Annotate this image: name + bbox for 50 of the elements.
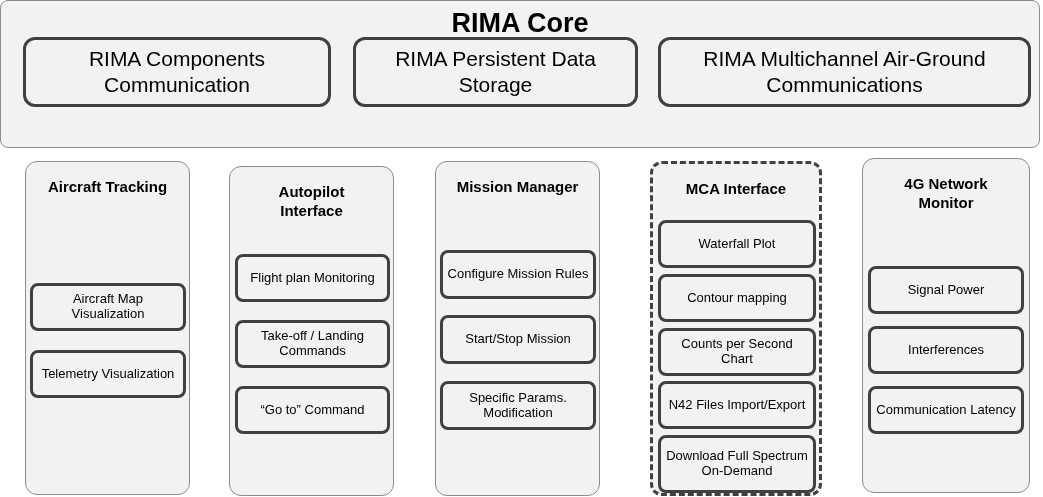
module-label: Download Full Spectrum On-Demand	[665, 449, 809, 479]
feature-box	[658, 274, 816, 322]
module-label: Waterfall Plot	[697, 236, 777, 252]
module-box	[658, 37, 1031, 107]
module-label: RIMA Persistent Data Storage	[394, 45, 597, 98]
module-column	[862, 158, 1030, 493]
module-label: Communication Latency	[875, 402, 1017, 418]
module-label: “Go to” Command	[259, 402, 366, 418]
module-label: Contour mapping	[686, 290, 788, 306]
module-label: N42 Files Import/Export	[667, 397, 807, 413]
module-heading: 4G Network Monitor	[903, 175, 989, 213]
module-label: Specific Params. Modification	[468, 390, 568, 421]
module-label: RIMA Components Communication	[87, 45, 267, 98]
module-box	[23, 37, 331, 107]
feature-box	[868, 386, 1024, 434]
feature-box	[235, 386, 390, 434]
feature-box	[658, 435, 816, 493]
feature-box	[235, 320, 390, 368]
module-label: RIMA Multichannel Air-Ground Communications	[702, 45, 987, 98]
module-label: Interferences	[907, 342, 985, 358]
module-box	[353, 37, 638, 107]
feature-box	[658, 381, 816, 429]
feature-box	[868, 266, 1024, 314]
module-heading: Aircraft Tracking	[46, 178, 169, 197]
module-label: Counts per Second Chart	[680, 337, 794, 367]
core-panel	[0, 0, 1040, 148]
module-label: Take-off / Landing Commands	[259, 329, 366, 359]
module-heading: Mission Manager	[456, 178, 579, 197]
feature-box	[440, 315, 596, 364]
module-label: Telemetry Visualization	[40, 366, 176, 382]
module-heading: Autopilot Interface	[277, 183, 346, 221]
module-column	[229, 166, 394, 496]
module-label: Flight plan Monitoring	[249, 270, 376, 286]
module-label: Configure Mission Rules	[446, 267, 590, 282]
feature-box	[235, 254, 390, 302]
feature-box	[658, 328, 816, 376]
module-column	[25, 161, 190, 495]
feature-box	[30, 350, 186, 398]
module-column	[650, 161, 822, 496]
feature-box	[30, 283, 186, 331]
module-label: Aircraft Map Visualization	[70, 292, 146, 322]
feature-box	[440, 381, 596, 430]
feature-box	[658, 220, 816, 268]
module-label: Signal Power	[906, 282, 986, 298]
feature-box	[440, 250, 596, 299]
module-label: Start/Stop Mission	[464, 332, 572, 347]
module-heading: RIMA Core	[450, 7, 590, 40]
module-column	[435, 161, 600, 496]
module-heading: MCA Interface	[684, 180, 788, 199]
feature-box	[868, 326, 1024, 374]
